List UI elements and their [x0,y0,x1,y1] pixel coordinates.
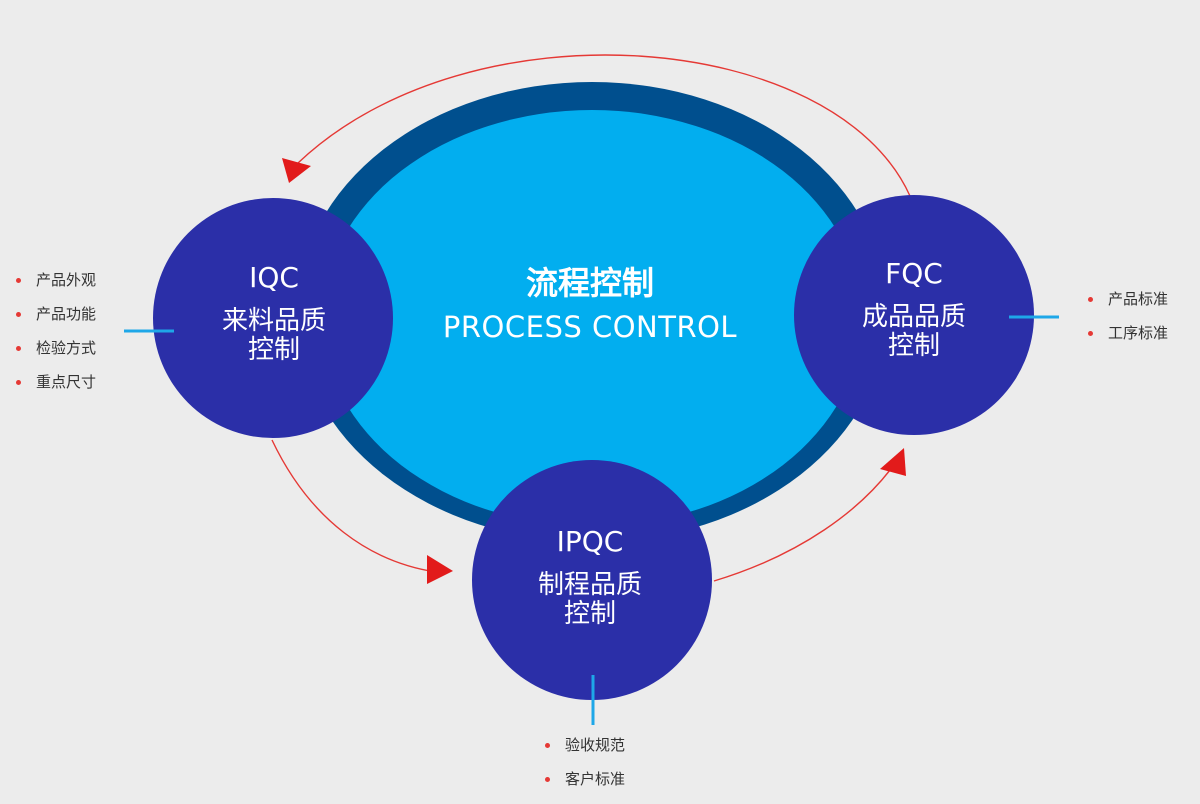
list-item-label: 产品功能 [36,305,97,323]
flow-arc-iqc-to-ipqc [271,439,437,573]
list-item: 验收规范 [545,735,625,769]
arrowhead-to-fqc [880,448,906,476]
list-item: 产品标准 [1088,289,1168,323]
center-title-zh: 流程控制 [525,264,654,302]
ipqc-code: IPQC [556,525,624,558]
iqc-circle [153,198,393,438]
list-item: 重点尺寸 [16,372,96,406]
arrowhead-to-iqc [282,158,311,183]
fqc-bullet-list: 产品标准 工序标准 [1088,289,1168,357]
bullet-dot-icon [16,278,21,283]
iqc-bullet-list: 产品外观 产品功能 检验方式 重点尺寸 [16,270,96,406]
ipqc-bullet-list: 验收规范 客户标准 [545,735,625,803]
bullet-dot-icon [1088,297,1093,302]
ipqc-circle [472,460,712,700]
arrowhead-to-ipqc [427,555,453,584]
fqc-name: 成品品质控制 [861,302,966,362]
flow-arc-fqc-to-iqc [297,54,911,197]
iqc-code: IQC [249,261,299,294]
list-item-label: 产品标准 [1108,290,1169,308]
list-item-label: 工序标准 [1108,324,1169,342]
ipqc-node: IPQC 制程品质控制 [510,526,670,630]
list-item-label: 验收规范 [565,736,626,754]
iqc-name: 来料品质控制 [221,306,326,366]
ipqc-name: 制程品质控制 [537,570,642,630]
list-item: 产品外观 [16,270,96,304]
list-item-label: 产品外观 [36,271,97,289]
center-title-en: PROCESS CONTROL [442,310,738,344]
list-item-label: 重点尺寸 [36,373,97,391]
bullet-dot-icon [16,380,21,385]
flow-arc-ipqc-to-fqc [713,461,897,582]
list-item-label: 客户标准 [565,770,626,788]
list-item: 产品功能 [16,304,96,338]
inner-core [322,110,862,526]
iqc-node: IQC 来料品质控制 [194,262,354,366]
bullet-dot-icon [545,777,550,782]
list-item-label: 检验方式 [36,339,97,357]
bullet-dot-icon [545,743,550,748]
fqc-node: FQC 成品品质控制 [834,258,994,362]
list-item: 检验方式 [16,338,96,372]
bullet-dot-icon [16,312,21,317]
bullet-dot-icon [16,346,21,351]
fqc-code: FQC [885,257,943,290]
list-item: 客户标准 [545,769,625,803]
bullet-dot-icon [1088,331,1093,336]
list-item: 工序标准 [1088,323,1168,357]
fqc-circle [794,195,1034,435]
